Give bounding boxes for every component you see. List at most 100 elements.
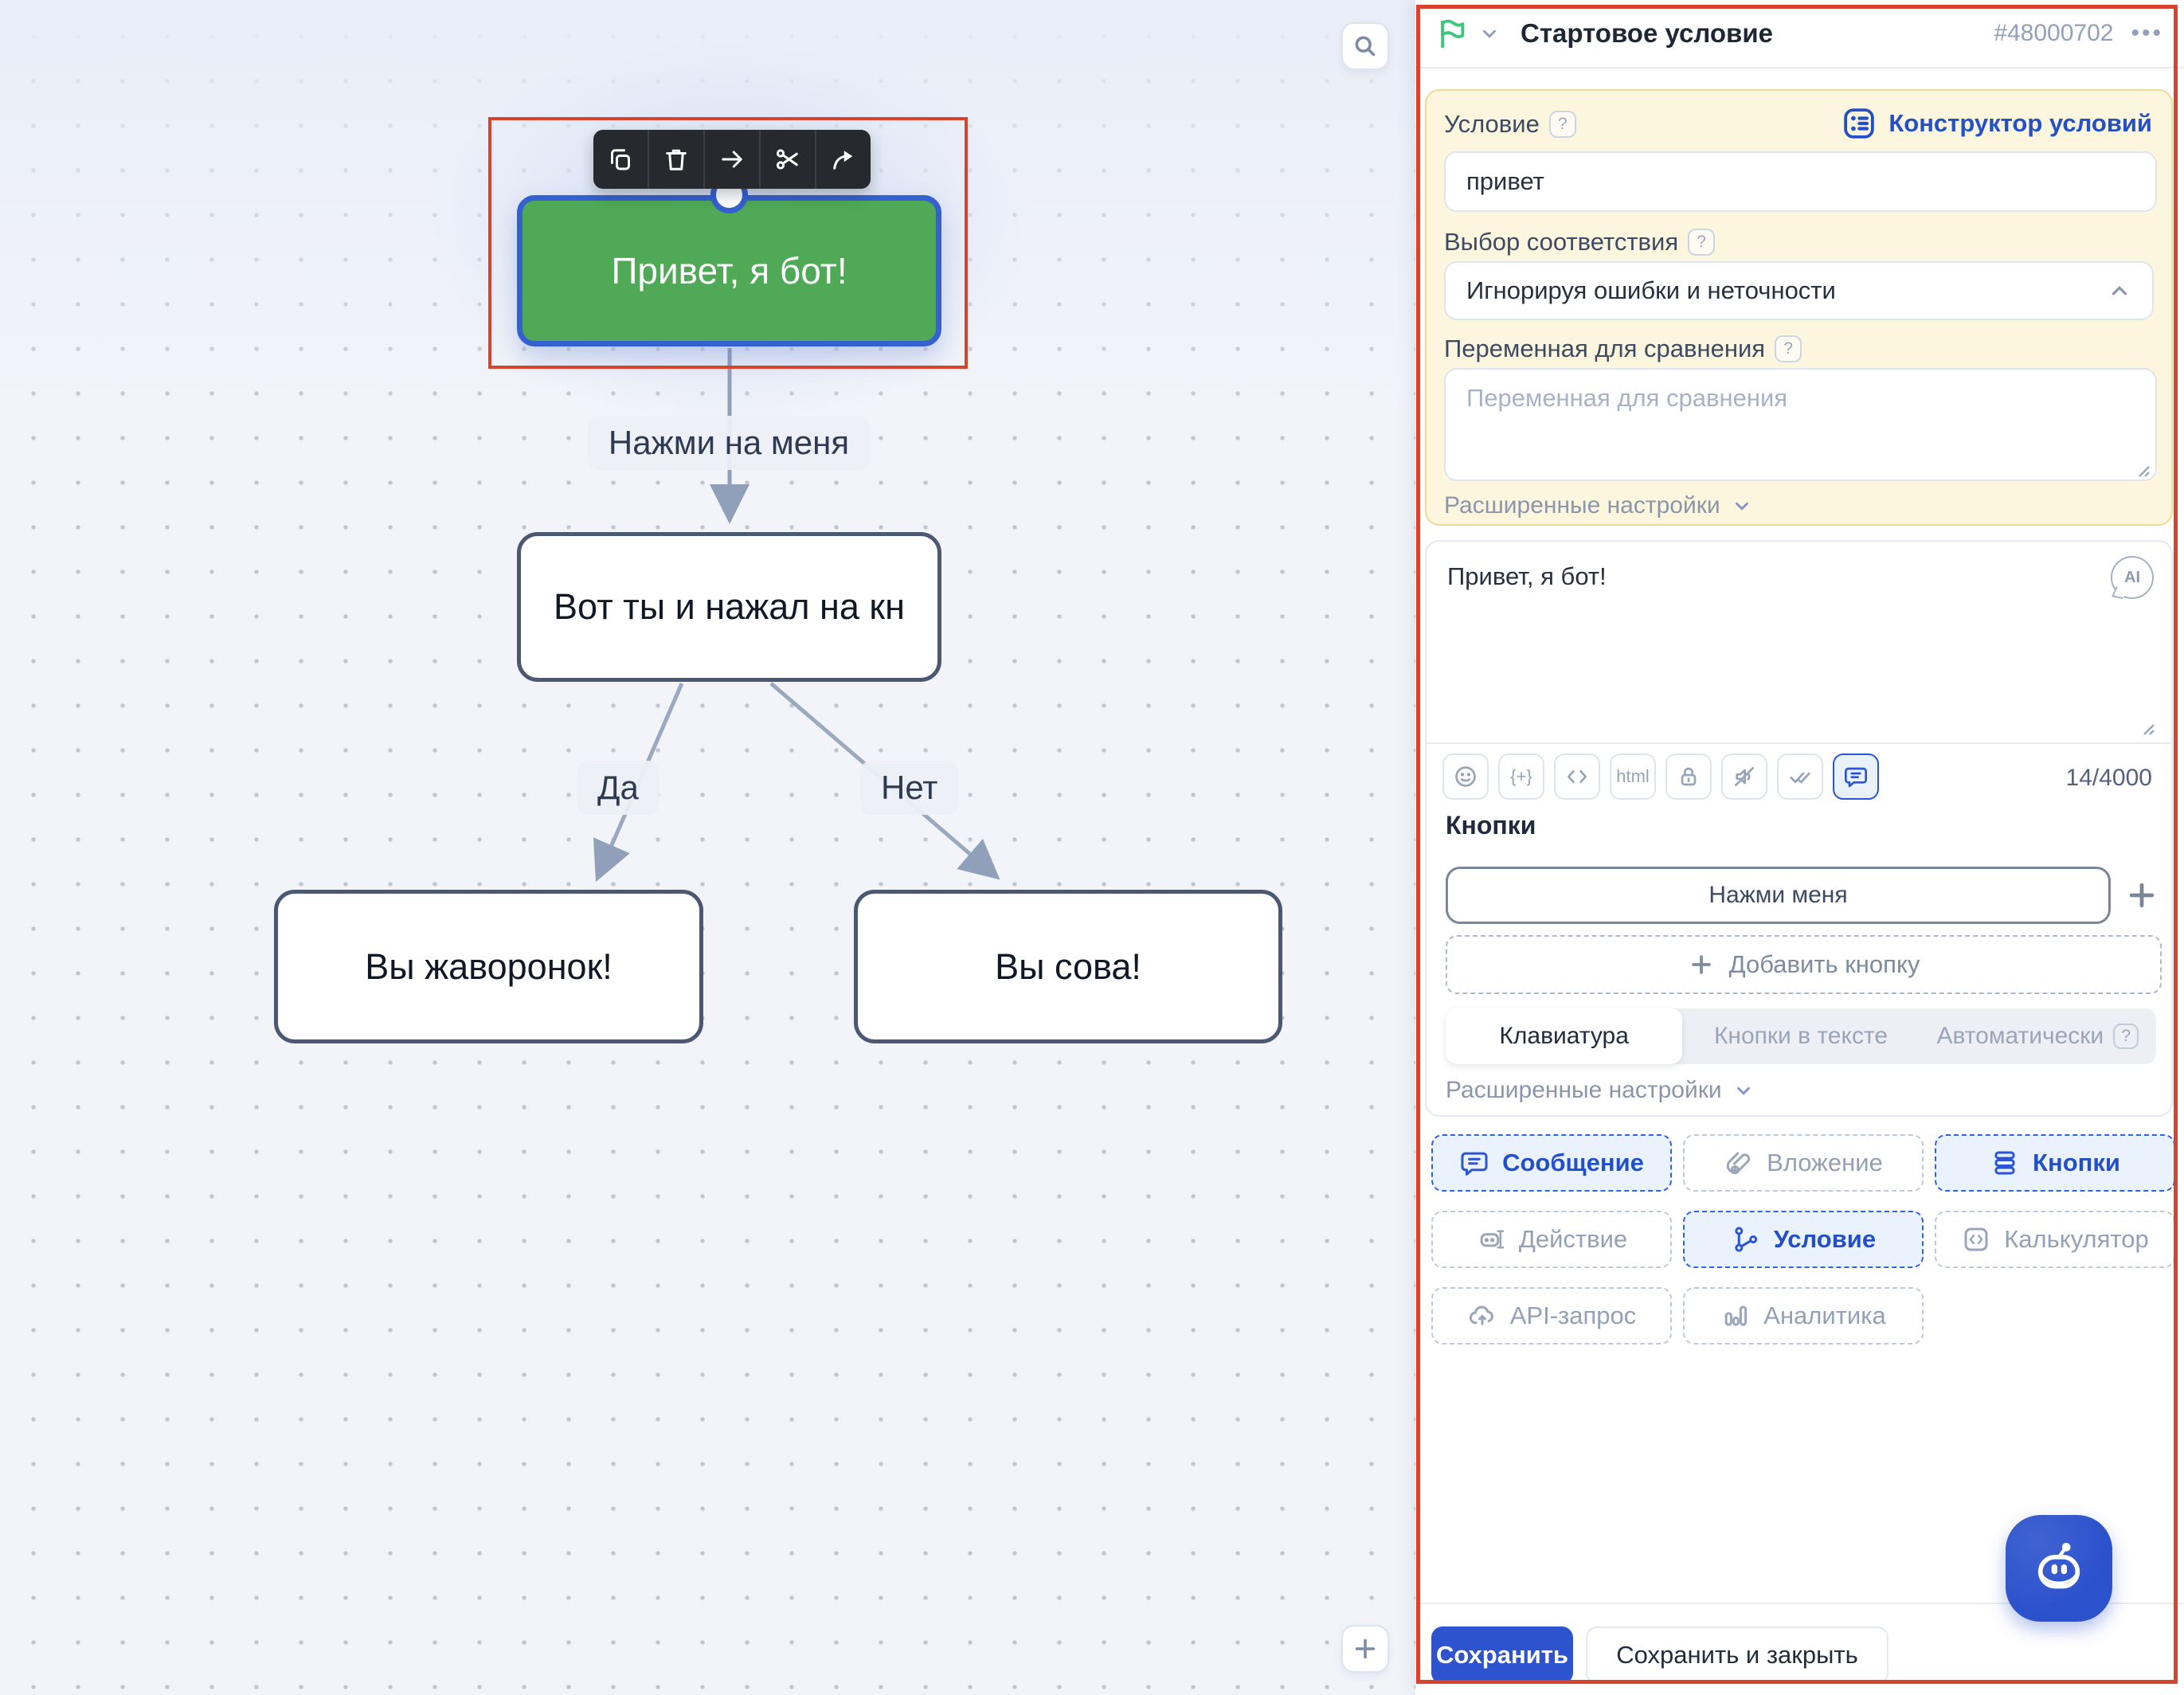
html-icon[interactable]: html: [1610, 754, 1656, 800]
help-icon[interactable]: ?: [2113, 1024, 2139, 1049]
buttons-advanced-label: Расширенные настройки: [1446, 1077, 1722, 1103]
message-bubble-icon[interactable]: [1833, 754, 1879, 800]
save-button[interactable]: Сохранить: [1431, 1626, 1573, 1684]
add-keyboard-button[interactable]: Добавить кнопку: [1446, 935, 2162, 994]
flow-node-pressed-text: Вот ты и нажал на кн: [554, 586, 905, 627]
sound-off-icon[interactable]: [1721, 754, 1767, 800]
calculator-icon: [1964, 1227, 1988, 1251]
variable-label: Переменная для сравнения: [1444, 335, 1766, 362]
delete-icon[interactable]: [649, 130, 705, 189]
char-counter: 14/4000: [2065, 765, 2152, 791]
tab-buttons-in-text[interactable]: Кнопки в тексте: [1682, 1008, 1919, 1064]
condition-builder-label: Конструктор условий: [1888, 109, 2152, 137]
canvas-search-button[interactable]: [1341, 22, 1389, 70]
message-card: Привет, я бот! AI {+} html: [1425, 540, 2173, 1117]
condition-advanced-label: Расширенные настройки: [1444, 492, 1720, 519]
block-message-button[interactable]: Сообщение: [1431, 1134, 1672, 1192]
variable-label-row: Переменная для сравнения ?: [1444, 335, 1802, 363]
divider: [1427, 742, 2171, 744]
add-button-column-button[interactable]: [2116, 867, 2167, 924]
emoji-icon[interactable]: [1442, 754, 1489, 800]
tab-automatic-label: Автоматически: [1936, 1023, 2104, 1049]
assistant-robot-button[interactable]: [2006, 1515, 2112, 1622]
block-buttons-button[interactable]: Кнопки: [1935, 1134, 2175, 1192]
block-condition-label: Условие: [1773, 1225, 1877, 1253]
buttons-advanced-settings-link[interactable]: Расширенные настройки: [1446, 1077, 1754, 1104]
cut-icon[interactable]: [761, 130, 816, 189]
condition-label-row: Условие ?: [1444, 110, 1576, 139]
tab-automatic[interactable]: Автоматически ?: [1920, 1008, 2156, 1064]
node-settings-panel: Стартовое условие #48000702 ••• Условие …: [1415, 0, 2184, 1695]
copy-icon[interactable]: [593, 130, 649, 189]
robot-icon: [2037, 1543, 2080, 1589]
flow-node-start[interactable]: Привет, я бот!: [517, 195, 941, 346]
block-action-button[interactable]: Действие: [1431, 1211, 1672, 1268]
condition-card: Условие ? Конструктор условий Выбор соот…: [1425, 89, 2173, 526]
lock-icon[interactable]: [1665, 754, 1712, 800]
save-and-close-button[interactable]: Сохранить и закрыть: [1586, 1626, 1888, 1684]
help-icon[interactable]: ?: [1775, 335, 1802, 362]
footer-divider: [1415, 1603, 2184, 1604]
match-select[interactable]: Игнорируя ошибки и неточности: [1444, 261, 2154, 320]
flow-canvas[interactable]: Нажми на меня Да Нет Привет, я бот!: [0, 0, 1415, 1695]
condition-builder-icon: [1844, 108, 1875, 139]
edge-label-no[interactable]: Нет: [860, 761, 959, 815]
variable-insert-icon[interactable]: {+}: [1498, 754, 1544, 800]
code-icon[interactable]: [1554, 754, 1600, 800]
search-icon: [1355, 36, 1376, 57]
help-icon[interactable]: ?: [1688, 229, 1716, 256]
keyboard-mode-tabs: Клавиатура Кнопки в тексте Автоматически…: [1446, 1008, 2156, 1064]
block-message-label: Сообщение: [1502, 1149, 1644, 1176]
block-attachment-label: Вложение: [1767, 1149, 1883, 1176]
condition-input[interactable]: [1444, 151, 2157, 212]
buttons-section-title: Кнопки: [1446, 811, 1536, 840]
condition-advanced-settings-link[interactable]: Расширенные настройки: [1444, 492, 1752, 519]
edge-label-yes[interactable]: Да: [577, 761, 660, 815]
condition-label: Условие: [1444, 110, 1540, 138]
paperclip-icon: [1726, 1152, 1751, 1175]
block-calculator-label: Калькулятор: [2004, 1225, 2149, 1253]
variable-textarea[interactable]: [1444, 368, 2157, 481]
block-analytics-label: Аналитика: [1763, 1302, 1886, 1329]
resize-handle-icon[interactable]: [2133, 460, 2151, 478]
flow-node-owl[interactable]: Вы сова!: [854, 890, 1282, 1043]
flag-icon: [1441, 19, 1465, 49]
tab-buttons-in-text-label: Кнопки в тексте: [1713, 1023, 1888, 1049]
cloud-upload-icon: [1469, 1306, 1493, 1325]
chevron-up-icon: [2112, 285, 2127, 296]
share-icon[interactable]: [816, 130, 871, 189]
plus-icon: [2129, 883, 2155, 908]
plus-icon: [1691, 955, 1711, 974]
block-action-label: Действие: [1518, 1225, 1628, 1253]
flow-node-start-text: Привет, я бот!: [611, 250, 847, 292]
canvas-zoom-in-button[interactable]: [1341, 1625, 1389, 1673]
plus-icon: [1355, 1638, 1376, 1659]
flow-node-lark[interactable]: Вы жаворонок!: [274, 890, 703, 1043]
condition-builder-link[interactable]: Конструктор условий: [1841, 105, 2152, 142]
node-toolbar: [593, 130, 871, 189]
arrow-right-icon[interactable]: [705, 130, 761, 189]
message-bubble-icon: [1461, 1152, 1488, 1176]
page-title: Стартовое условие: [1521, 18, 1773, 48]
block-attachment-button[interactable]: Вложение: [1683, 1134, 1924, 1192]
stacked-buttons-icon: [1994, 1151, 2015, 1175]
tab-keyboard-label: Клавиатура: [1499, 1023, 1629, 1049]
block-condition-button[interactable]: Условие: [1683, 1211, 1924, 1268]
flow-node-pressed[interactable]: Вот ты и нажал на кн: [517, 532, 941, 682]
tab-keyboard[interactable]: Клавиатура: [1446, 1008, 1683, 1064]
resize-handle-icon[interactable]: [2138, 718, 2155, 736]
help-icon[interactable]: ?: [1548, 111, 1576, 138]
more-menu-icon[interactable]: •••: [2131, 20, 2163, 46]
message-textarea[interactable]: Привет, я бот!: [1447, 562, 1607, 590]
keyboard-button-press-me[interactable]: Нажми меня: [1446, 867, 2111, 924]
block-api-request-button[interactable]: API-запрос: [1431, 1287, 1672, 1345]
edge-label-press-me[interactable]: Нажми на меня: [587, 416, 871, 470]
block-analytics-button[interactable]: Аналитика: [1683, 1287, 1924, 1345]
block-buttons-label: Кнопки: [2033, 1149, 2120, 1176]
double-check-icon[interactable]: [1777, 754, 1823, 800]
ai-assistant-icon[interactable]: AI: [2111, 556, 2154, 599]
match-select-value: Игнорируя ошибки и неточности: [1466, 276, 1836, 304]
node-id: #48000702: [1994, 20, 2114, 46]
node-type-selector[interactable]: [1434, 16, 1500, 51]
block-calculator-button[interactable]: Калькулятор: [1935, 1211, 2175, 1268]
